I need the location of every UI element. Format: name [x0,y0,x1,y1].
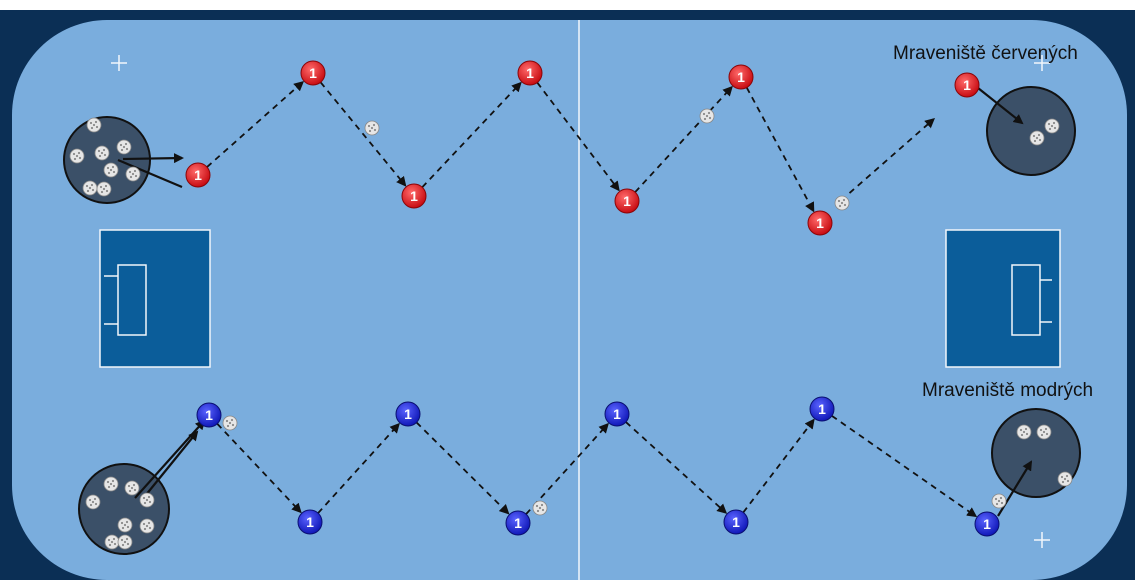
player-number: 1 [732,514,740,530]
numbered-player-icon-blue: 1 [604,401,630,427]
carry-arrow-solid [140,430,199,502]
player-number: 1 [963,77,971,93]
goal-crease-right [1011,264,1041,336]
target-nest-red [986,86,1076,176]
floorball-ball-icon [124,480,140,496]
floorball-ball-icon [117,534,133,550]
player-number: 1 [526,65,534,81]
floorball-ball-icon [86,117,102,133]
numbered-player-icon-blue: 1 [723,509,749,535]
start-nest-red [63,116,151,204]
numbered-player-icon-red: 1 [185,162,211,188]
pass-arrow-dashed [634,85,733,193]
pass-arrow-dashed [745,87,815,213]
floorball-ball-icon [1016,424,1032,440]
floorball-ball-icon [699,108,715,124]
floorball-ball-icon [117,517,133,533]
numbered-player-icon-blue: 1 [196,402,222,428]
floorball-ball-icon [104,534,120,550]
label-blue-nest: Mraveniště modrých [922,380,1093,401]
player-number: 1 [205,407,213,423]
numbered-player-icon-red: 1 [728,64,754,90]
numbered-player-icon-red: 1 [954,72,980,98]
floorball-ball-icon [532,500,548,516]
goal-area-left [99,229,211,368]
numbered-player-icon-blue: 1 [297,509,323,535]
floorball-ball-icon [1036,424,1052,440]
pass-arrow-dashed [319,81,407,187]
label-red-nest: Mraveniště červených [893,43,1078,64]
pass-arrow-dashed [216,423,302,514]
player-number: 1 [816,215,824,231]
floorball-ball-icon [222,415,238,431]
floorball-ball-icon [82,180,98,196]
floorball-ball-icon [991,493,1007,509]
numbered-player-icon-red: 1 [300,60,326,86]
player-number: 1 [983,516,991,532]
carry-arrow-solid [977,87,1024,125]
faceoff-cross-top-left [111,55,127,71]
floorball-ball-icon [103,162,119,178]
player-number: 1 [613,406,621,422]
player-number: 1 [410,188,418,204]
numbered-player-icon-red: 1 [614,188,640,214]
pass-arrow-dashed [421,81,522,188]
movement-arrows [117,80,1033,518]
pass-arrow-dashed [317,422,400,514]
target-nest-blue [991,408,1081,498]
floorball-ball-icon [116,139,132,155]
floorball-ball-icon [139,518,155,534]
floorball-ball-icon [103,476,119,492]
numbered-player-icon-red: 1 [517,60,543,86]
balls [69,108,1073,550]
floorball-ball-icon [69,148,85,164]
carry-arrow-solid [122,153,184,164]
pass-arrow-dashed [831,415,978,518]
numbered-player-icon-blue: 1 [395,401,421,427]
floorball-ball-icon [1029,130,1045,146]
player-number: 1 [404,406,412,422]
goal-area-right [945,229,1061,368]
floorball-ball-icon [96,181,112,197]
carry-arrow-solid [117,158,183,189]
floorball-ball-icon [85,494,101,510]
pass-arrow-dashed [525,422,609,515]
numbered-player-icon-red: 1 [401,183,427,209]
floorball-ball-icon [834,195,850,211]
numbered-player-icon-blue: 1 [974,511,1000,537]
faceoff-cross-bottom-right [1034,532,1050,548]
player-number: 1 [818,401,826,417]
players: 1 1 1 1 1 1 1 1 1 1 1 1 1 1 1 1 [185,60,1000,537]
player-number: 1 [623,193,631,209]
floorball-ball-icon [94,145,110,161]
floorball-ball-icon [1057,471,1073,487]
player-number: 1 [309,65,317,81]
numbered-player-icon-blue: 1 [505,510,531,536]
faceoff-cross-top-right [1034,55,1050,71]
floorball-ball-icon [364,120,380,136]
player-number: 1 [514,515,522,531]
pass-arrow-dashed [625,421,728,514]
player-number: 1 [737,69,745,85]
numbered-player-icon-blue: 1 [809,396,835,422]
player-number: 1 [306,514,314,530]
pass-arrow-dashed [848,118,935,194]
floorball-ball-icon [125,166,141,182]
floorball-ball-icon [1044,118,1060,134]
pass-arrow-dashed [742,418,815,513]
player-number: 1 [194,167,202,183]
rink-floor [12,20,1127,580]
goal-crease-left [117,264,147,336]
carry-arrow-solid [997,460,1033,517]
floorball-ball-icon [139,492,155,508]
numbered-player-icon-red: 1 [807,210,833,236]
pass-arrow-dashed [536,82,620,192]
